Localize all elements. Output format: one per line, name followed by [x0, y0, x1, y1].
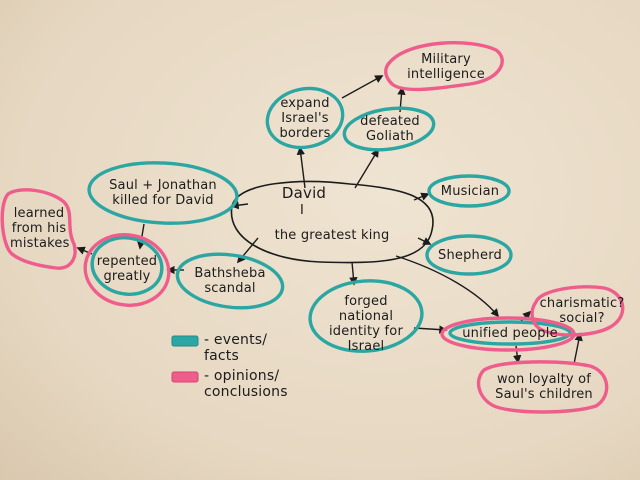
- charismatic-outline: [530, 285, 625, 337]
- center-separator: I: [299, 203, 305, 218]
- center-title: David: [281, 184, 327, 202]
- edge-center-shepherd: [417, 237, 432, 245]
- repented-inner-outline: [90, 236, 164, 296]
- edge-forged-unified: [413, 325, 448, 334]
- learned-mistakes-label: learned from his mistakes: [10, 206, 70, 251]
- center-subtitle: the greatest king: [274, 228, 390, 243]
- shepherd-outline: [425, 234, 513, 276]
- edge-center-musician: [413, 192, 430, 201]
- military-intelligence-outline: [384, 41, 504, 92]
- legend-events-label: - events/ facts: [204, 332, 268, 364]
- military-intelligence-label: Military intelligence: [407, 52, 485, 82]
- repented-label: repented greatly: [96, 254, 158, 284]
- bathsheba-label: Bathsheba scandal: [194, 266, 266, 296]
- bathsheba-outline: [175, 252, 285, 310]
- legend-opinions-label: - opinions/ conclusions: [204, 368, 288, 400]
- edge-loyalty-charismatic: [573, 332, 583, 365]
- unified-people-label: unified people: [462, 326, 558, 341]
- legend-events-swatch: [171, 335, 199, 347]
- shepherd-label: Shepherd: [438, 248, 502, 263]
- edge-center-forged: [349, 261, 358, 286]
- edge-center-expand: [296, 146, 306, 189]
- defeated-goliath-outline: [342, 106, 436, 152]
- learned-mistakes-outline: [0, 188, 77, 270]
- charismatic-label: charismatic? social?: [539, 296, 625, 326]
- expand-borders-outline: [265, 86, 345, 150]
- forged-identity-outline: [308, 279, 424, 353]
- musician-outline: [427, 174, 511, 208]
- musician-label: Musician: [440, 184, 500, 199]
- repented-outer-outline: [83, 233, 171, 307]
- edge-center-goliath: [354, 148, 379, 189]
- defeated-goliath-label: defeated Goliath: [360, 114, 420, 144]
- forged-identity-label: forged national identity for Israel: [328, 294, 403, 354]
- won-loyalty-outline: [476, 360, 609, 414]
- edge-expand-military: [341, 75, 384, 99]
- legend-opinions-swatch: [171, 371, 199, 383]
- won-loyalty-label: won loyalty of Saul's children: [495, 372, 593, 402]
- saul-jonathan-outline: [87, 161, 239, 225]
- unified-inner-outline: [448, 320, 572, 346]
- edge-saul-repented: [136, 223, 146, 250]
- expand-borders-label: expand Israel's borders: [279, 96, 331, 141]
- saul-jonathan-label: Saul + Jonathan killed for David: [109, 178, 217, 208]
- edge-center-unified: [395, 255, 500, 318]
- center-node-outline: [230, 180, 434, 264]
